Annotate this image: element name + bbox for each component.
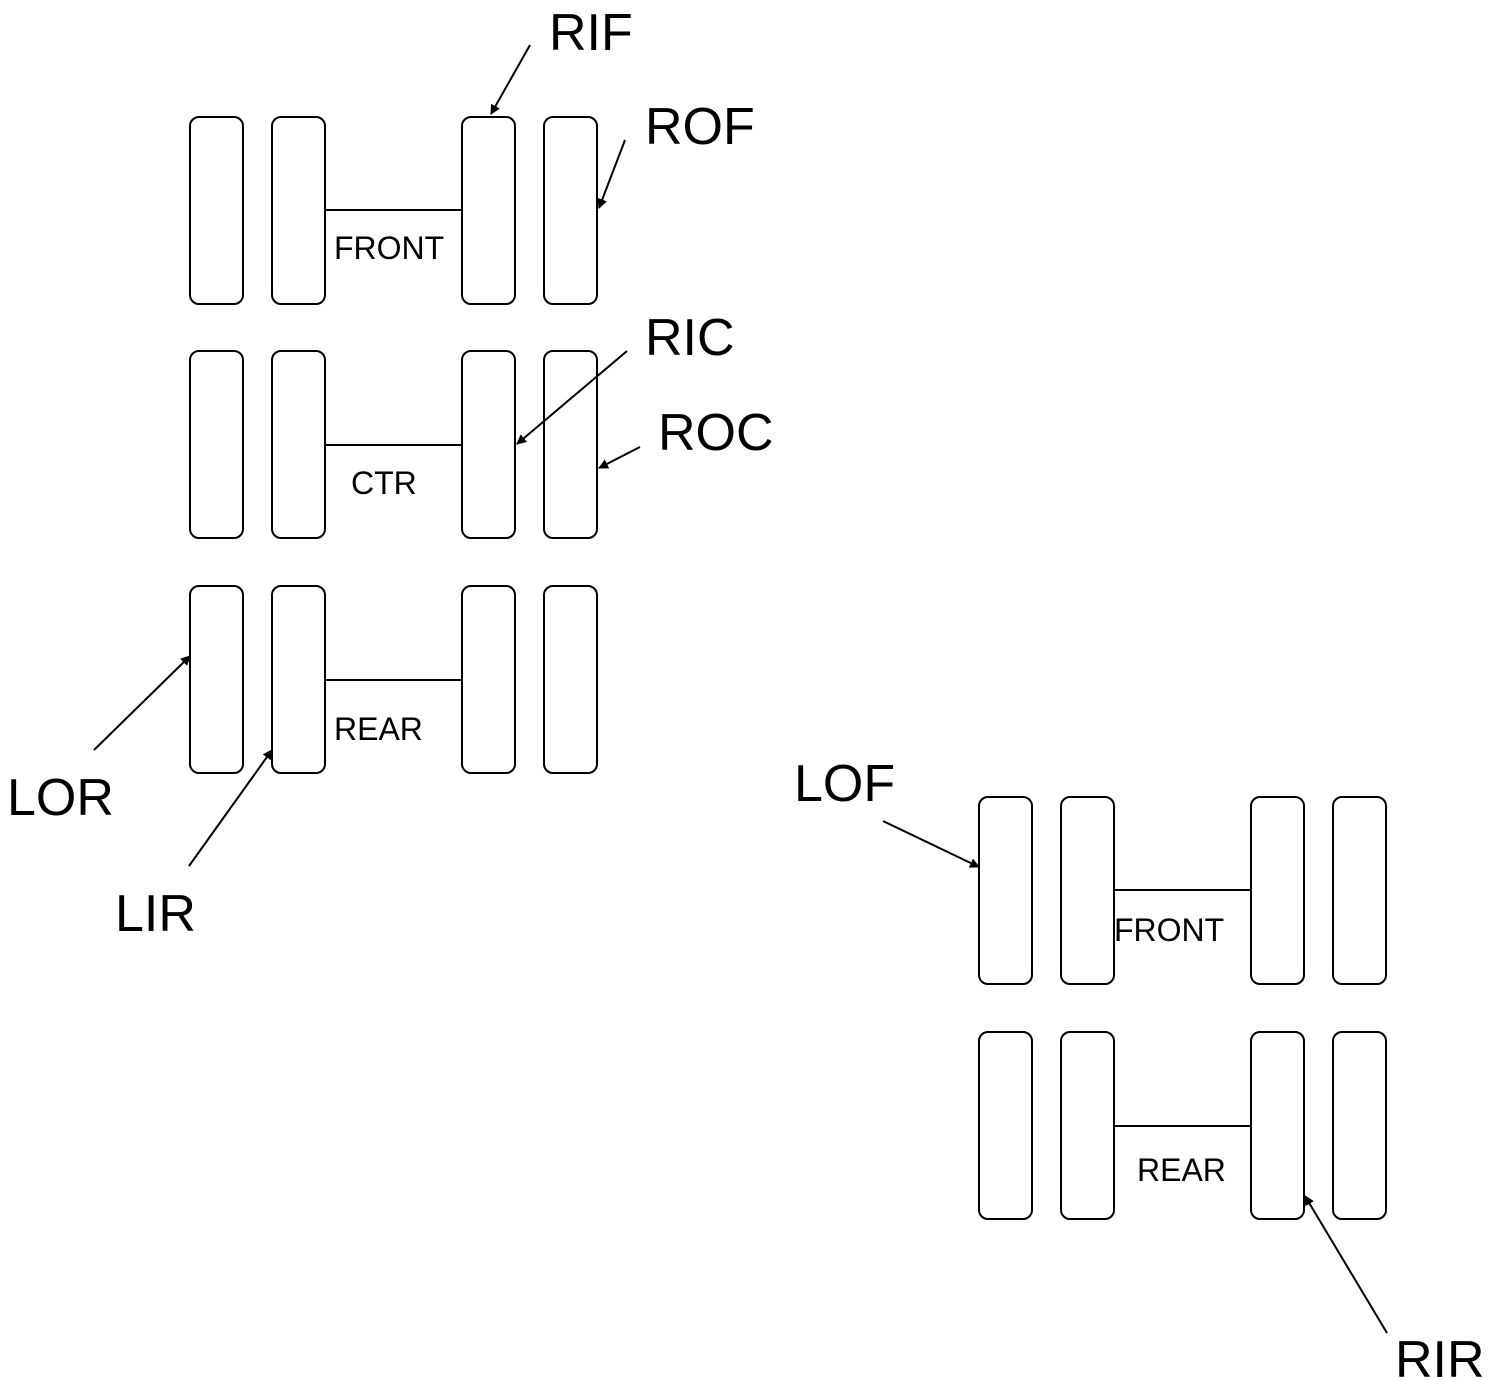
callout-rir: RIR [1304,1195,1485,1380]
tire-ror-b [1332,1031,1387,1220]
callout-arrow [188,749,273,867]
tire-rif-b [1250,796,1305,985]
truck-b-rear-axle: REAR [978,1031,1387,1220]
callout-label-roc: ROC [658,404,774,462]
tire-lof-b [978,796,1033,985]
tire-lif-a [271,116,326,305]
tire-rif-a [461,116,516,305]
tire-lor-b [978,1031,1033,1220]
axle-label-center: CTR [351,465,417,501]
truck-b-front-axle: FRONT [978,796,1387,985]
callout-arrow [598,446,641,469]
truck-a-center-axle: CTR [189,350,598,539]
callout-rif: RIF [490,4,633,115]
tire-lif-b [1060,796,1115,985]
truck-b: FRONT REAR [978,796,1387,1220]
callout-arrow [1304,1195,1388,1334]
callout-label-rof: ROF [645,98,755,156]
tire-ric-a [461,350,516,539]
axle-label-front: FRONT [334,230,444,266]
callout-roc: ROC [598,404,774,469]
tire-rof-a [543,116,598,305]
callout-ric: RIC [516,309,735,445]
truck-a-front-axle: FRONT [189,116,598,305]
callouts: RIF ROF RIC ROC LOR LIR LOF RIR [7,4,1485,1380]
callout-label-lir: LIR [115,885,196,943]
truck-a: FRONT CTR REAR [189,116,598,774]
tire-lof-a [189,116,244,305]
tire-rir-b [1250,1031,1305,1220]
callout-label-lor: LOR [7,769,114,827]
callout-lor: LOR [7,655,191,827]
callout-arrow [490,44,531,115]
axle-label-front: FRONT [1114,912,1224,948]
callout-label-rir: RIR [1395,1331,1485,1380]
tire-lic-a [271,350,326,539]
callout-arrow [516,350,628,445]
tire-lir-a [271,585,326,774]
truck-a-rear-axle: REAR [189,585,598,774]
tire-roc-a [543,350,598,539]
callout-lof: LOF [794,755,980,868]
tire-ror-a [543,585,598,774]
tire-rir-a [461,585,516,774]
axle-label-rear: REAR [334,711,423,747]
callout-label-rif: RIF [549,4,633,62]
callout-label-lof: LOF [794,755,895,813]
callout-arrow [597,139,626,209]
tire-lir-b [1060,1031,1115,1220]
tire-rof-b [1332,796,1387,985]
callout-arrow [93,655,191,751]
callout-rof: ROF [597,98,755,209]
axle-label-rear: REAR [1137,1152,1226,1188]
callout-lir: LIR [115,749,273,943]
callout-label-ric: RIC [645,309,735,367]
callout-arrow [882,820,980,868]
tire-lor-a [189,585,244,774]
tire-loc-a [189,350,244,539]
